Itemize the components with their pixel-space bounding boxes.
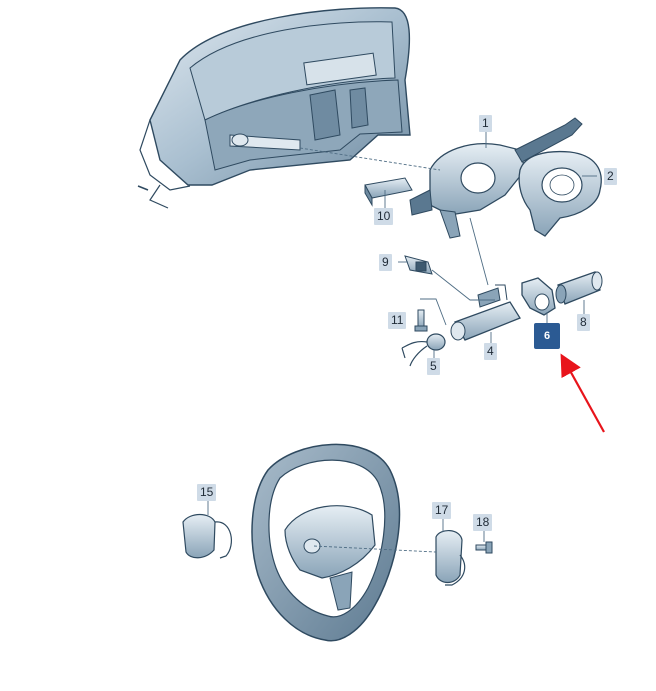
callout-8[interactable]: 8 <box>577 314 590 331</box>
part-2-clock-spring[interactable] <box>518 150 602 237</box>
callout-6-selected[interactable]: 6 <box>534 323 560 349</box>
part-8-cylinder-cover[interactable] <box>555 271 603 305</box>
part-18-screw[interactable] <box>475 541 493 554</box>
callout-1[interactable]: 1 <box>479 115 492 132</box>
callout-15[interactable]: 15 <box>197 484 217 501</box>
callout-9[interactable]: 9 <box>379 254 392 271</box>
part-15-left-switch[interactable] <box>182 513 232 559</box>
part-6-trim-shell[interactable] <box>521 277 556 316</box>
lower-leader-lines <box>207 500 485 553</box>
part-4-lock-housing[interactable] <box>450 284 521 341</box>
callout-10[interactable]: 10 <box>374 208 394 225</box>
highlight-arrow <box>560 353 605 433</box>
part-10-bracket[interactable] <box>364 177 413 207</box>
part-17-right-switch[interactable] <box>435 530 466 586</box>
callout-4[interactable]: 4 <box>484 343 497 360</box>
part-11-bolt[interactable] <box>414 309 428 332</box>
callout-11[interactable]: 11 <box>388 312 407 329</box>
dashboard-assembly <box>137 7 411 209</box>
part-9-sensor[interactable] <box>404 255 433 275</box>
callout-5[interactable]: 5 <box>427 358 440 375</box>
part-5-ignition-switch[interactable] <box>401 333 446 367</box>
callout-2[interactable]: 2 <box>604 168 617 185</box>
callout-17[interactable]: 17 <box>432 502 452 519</box>
upper-leader-lines <box>299 130 597 358</box>
callout-18[interactable]: 18 <box>473 514 493 531</box>
steering-wheel[interactable] <box>251 443 401 642</box>
part-1-combination-switch[interactable] <box>409 117 583 239</box>
